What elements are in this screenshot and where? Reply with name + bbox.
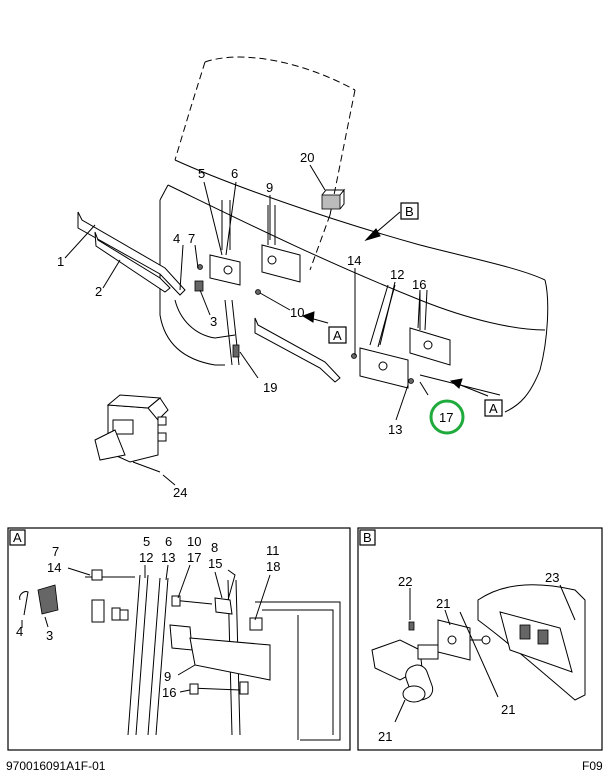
detail-a-label-15: 15	[208, 556, 222, 571]
detail-a-label-13: 13	[161, 550, 175, 565]
detail-a-label-9: 9	[164, 669, 171, 684]
detail-b-panel: B 22 23 21 21 21	[357, 527, 603, 751]
label-13: 13	[388, 422, 402, 437]
detail-a-title: A	[13, 530, 22, 545]
label-1: 1	[57, 254, 64, 269]
detail-a-label-16: 16	[162, 685, 176, 700]
leader-lines	[64, 164, 429, 486]
bracket-9	[261, 205, 301, 283]
label-12: 12	[390, 267, 404, 282]
detail-a-label-4: 4	[16, 624, 23, 639]
detail-b-label-21-right: 21	[501, 702, 515, 717]
detail-a-label-12: 12	[139, 550, 153, 565]
part-20-box	[321, 188, 346, 210]
label-14: 14	[347, 253, 361, 268]
detail-a-label-11: 11	[266, 543, 280, 558]
reference-arrows	[301, 211, 489, 397]
label-9: 9	[266, 180, 273, 195]
detail-a-label-18: 18	[266, 559, 280, 574]
page-number: F09	[582, 759, 603, 773]
ref-box-a-main-2	[484, 399, 503, 417]
bracket-5-6	[209, 200, 241, 286]
detail-a-label-17: 17	[187, 550, 201, 565]
label-7: 7	[188, 231, 195, 246]
label-24: 24	[173, 485, 187, 500]
wiper-arm-center	[254, 317, 341, 383]
detail-a-label-8: 8	[211, 540, 218, 555]
label-17: 17	[439, 410, 453, 425]
label-10: 10	[290, 305, 304, 320]
ref-label-b-main: B	[405, 204, 414, 219]
label-2: 2	[95, 284, 102, 299]
label-20: 20	[300, 150, 314, 165]
label-5: 5	[198, 166, 205, 181]
detail-a-label-14: 14	[47, 560, 61, 575]
label-6: 6	[231, 166, 238, 181]
ref-box-b-main	[400, 202, 419, 220]
bracket-12	[359, 284, 409, 389]
part-24-switch	[94, 394, 169, 473]
ref-label-a-main-1: A	[333, 328, 342, 343]
ref-box-a-main-1	[328, 326, 347, 344]
main-view: 1 2 4 7 3 5 6 9 10 20 14 12 16 13 17 19 …	[57, 56, 549, 500]
label-19: 19	[263, 380, 277, 395]
doc-number: 970016091A1F-01	[6, 759, 106, 773]
wiper-arm-left	[77, 211, 186, 296]
ref-label-a-main-2: A	[489, 401, 498, 416]
label-16: 16	[412, 277, 426, 292]
detail-b-label-23: 23	[545, 570, 559, 585]
label-3: 3	[210, 314, 217, 329]
detail-a-label-6: 6	[165, 534, 172, 549]
detail-b-label-21-top: 21	[436, 596, 450, 611]
highlight-circle-17	[429, 399, 465, 435]
detail-b-title: B	[363, 530, 372, 545]
detail-a-label-10: 10	[187, 534, 201, 549]
detail-a-panel: A 7	[7, 527, 351, 751]
detail-b-label-21-bottom: 21	[378, 729, 392, 744]
detail-b-label-22: 22	[398, 574, 412, 589]
detail-a-label-5: 5	[143, 534, 150, 549]
bracket-16	[409, 289, 451, 366]
label-4: 4	[173, 231, 180, 246]
detail-a-label-7: 7	[52, 544, 59, 559]
detail-a-label-3: 3	[46, 628, 53, 643]
